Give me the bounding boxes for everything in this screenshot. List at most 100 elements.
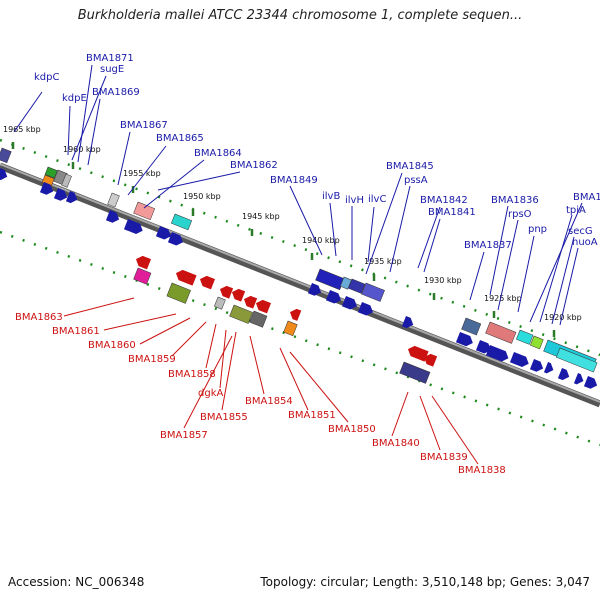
reverse-gene-label[interactable]: dgkA	[198, 388, 223, 399]
forward-gene-label[interactable]: ilvC	[368, 194, 386, 205]
forward-label-leader	[157, 171, 241, 191]
forward-gene-arrow	[401, 316, 414, 329]
scale-tick-label: 1920 kbp	[544, 313, 582, 322]
gene-feature-box	[515, 329, 534, 345]
reverse-gene-label[interactable]: BMA1859	[128, 354, 176, 365]
scale-tick-label: 1930 kbp	[424, 276, 462, 285]
forward-gene-label[interactable]: sugE	[100, 64, 124, 75]
forward-gene-label[interactable]: BMA1869	[92, 87, 140, 98]
reverse-gene-label[interactable]: BMA1858	[168, 369, 216, 380]
reverse-gene-label[interactable]: BMA1851	[288, 410, 336, 421]
forward-label-leader	[67, 105, 71, 156]
forward-gene-label[interactable]: BMA1845	[386, 161, 434, 172]
gene-feature-box	[61, 173, 72, 188]
forward-gene-label[interactable]: tpiA	[566, 205, 586, 216]
forward-gene-arrow	[155, 226, 171, 240]
gene-feature-box	[361, 282, 385, 302]
gene-feature-box	[399, 361, 431, 384]
scale-tick-label: 1935 kbp	[364, 257, 402, 266]
forward-gene-label[interactable]: pnp	[528, 224, 547, 235]
forward-gene-label[interactable]: secG	[568, 226, 593, 237]
forward-gene-label[interactable]: BMA1833	[573, 192, 600, 203]
forward-gene-arrow	[167, 232, 183, 246]
forward-gene-label[interactable]: BMA1867	[120, 120, 168, 131]
forward-gene-arrow	[39, 182, 54, 195]
reverse-gene-arrow	[199, 275, 216, 290]
reverse-gene-label[interactable]: BMA1850	[328, 424, 376, 435]
reverse-label-leader	[183, 335, 233, 429]
forward-label-leader	[417, 206, 441, 269]
forward-gene-label[interactable]: nuoA	[572, 237, 598, 248]
reverse-gene-arrow	[243, 295, 258, 309]
forward-gene-label[interactable]: BMA1865	[156, 133, 204, 144]
scale-tick-label: 1955 kbp	[123, 169, 161, 178]
forward-gene-label[interactable]: BMA1849	[270, 175, 318, 186]
forward-gene-label[interactable]: BMA1841	[428, 207, 476, 218]
forward-gene-arrow	[0, 168, 8, 181]
forward-gene-arrow	[529, 359, 544, 372]
forward-gene-arrow	[509, 352, 529, 368]
scale-tick-label: 1950 kbp	[183, 192, 221, 201]
forward-gene-label[interactable]: kdpE	[62, 93, 87, 104]
forward-label-leader	[423, 218, 441, 273]
forward-gene-arrow	[543, 362, 554, 374]
gene-feature-box	[0, 147, 12, 164]
reverse-gene-label[interactable]: BMA1854	[245, 396, 293, 407]
forward-gene-label[interactable]: BMA1837	[464, 240, 512, 251]
scale-tick-label: 1925 kbp	[484, 294, 522, 303]
reverse-gene-label[interactable]: BMA1840	[372, 438, 420, 449]
forward-label-leader	[497, 219, 519, 311]
forward-gene-arrow	[557, 368, 570, 381]
forward-gene-label[interactable]: BMA1864	[194, 148, 242, 159]
reverse-gene-arrow	[231, 288, 246, 302]
forward-label-leader	[551, 236, 575, 325]
forward-label-leader	[559, 247, 579, 326]
gene-feature-box	[133, 201, 156, 221]
reverse-label-leader	[63, 297, 135, 317]
gene-feature-box	[461, 317, 482, 336]
reverse-label-leader	[171, 321, 207, 357]
forward-gene-label[interactable]: pssA	[404, 175, 428, 186]
gene-feature-box	[133, 267, 152, 285]
reverse-gene-label[interactable]: BMA1860	[88, 340, 136, 351]
reverse-gene-label[interactable]: BMA1863	[15, 312, 63, 323]
forward-label-leader	[489, 205, 509, 296]
forward-gene-label[interactable]: BMA1862	[230, 160, 278, 171]
reverse-gene-label[interactable]: BMA1861	[52, 326, 100, 337]
forward-gene-arrow	[573, 373, 584, 385]
forward-gene-label[interactable]: kdpC	[34, 72, 59, 83]
forward-gene-label[interactable]: BMA1842	[420, 195, 468, 206]
forward-label-leader	[529, 202, 583, 323]
forward-gene-label[interactable]: ilvH	[345, 195, 364, 206]
reverse-gene-label[interactable]: BMA1855	[200, 412, 248, 423]
forward-gene-label[interactable]: ilvB	[322, 191, 340, 202]
reverse-gene-arrow	[423, 353, 438, 367]
reverse-label-leader	[289, 351, 349, 423]
forward-gene-arrow	[65, 191, 78, 204]
gene-feature-box	[107, 192, 120, 208]
forward-gene-arrow	[307, 283, 322, 296]
scale-tick-label: 1965 kbp	[3, 125, 41, 134]
reverse-label-leader	[431, 395, 479, 465]
forward-gene-arrow	[123, 219, 143, 235]
reverse-gene-label[interactable]: BMA1857	[160, 430, 208, 441]
reverse-label-leaders	[63, 297, 479, 465]
forward-gene-arrow	[105, 210, 120, 223]
forward-gene-arrow	[53, 188, 68, 201]
reverse-gene-arrow	[289, 308, 302, 321]
page-title: Burkholderia mallei ATCC 23344 chromosom…	[77, 8, 523, 23]
forward-gene-label[interactable]: rpsO	[508, 209, 532, 220]
reverse-gene-label[interactable]: BMA1838	[458, 465, 506, 476]
reverse-gene-arrow	[407, 345, 429, 362]
forward-gene-label[interactable]: BMA1871	[86, 53, 134, 64]
reverse-gene-label[interactable]: BMA1839	[420, 452, 468, 463]
forward-label-leader	[13, 91, 43, 133]
forward-gene-label[interactable]: BMA1836	[491, 195, 539, 206]
forward-gene-arrow	[475, 340, 491, 354]
reverse-label-leader	[391, 391, 409, 437]
reverse-label-leader	[103, 313, 177, 331]
forward-gene-arrow	[485, 345, 509, 362]
